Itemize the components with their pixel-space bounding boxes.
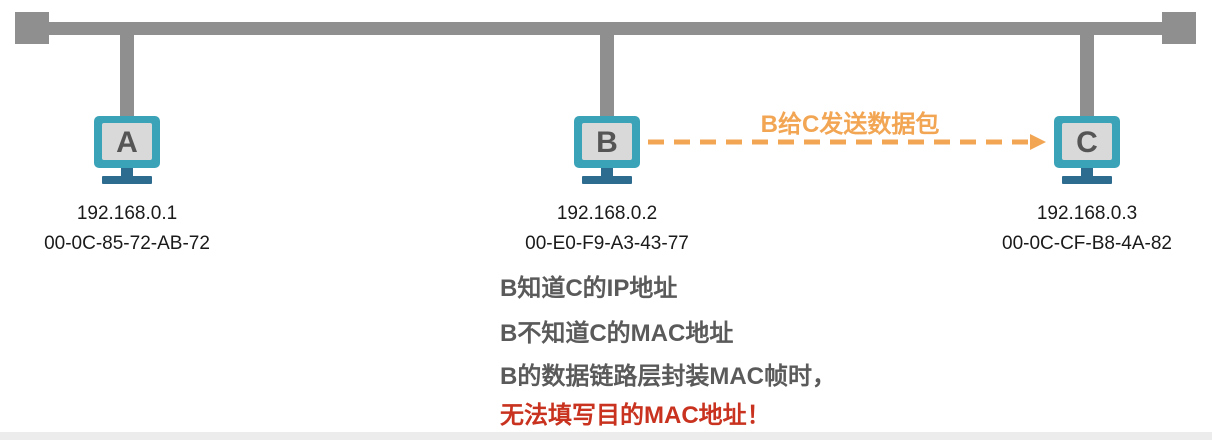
dashed-arrow-right-icon [648, 134, 1046, 150]
host-b-ip: 192.168.0.2 [556, 203, 658, 224]
host-a-ip: 192.168.0.1 [76, 203, 178, 224]
bottom-divider [0, 432, 1212, 440]
monitor-base [102, 176, 152, 184]
drop-line-b [600, 30, 614, 118]
host-label-b: B [596, 126, 618, 159]
host-c-mac: 00-0C-CF-B8-4A-82 [1002, 233, 1172, 254]
host-a-mac: 00-0C-85-72-AB-72 [44, 233, 210, 254]
note-unknown-mac: B不知道C的MAC地址 [500, 320, 734, 347]
drop-line-a [120, 30, 134, 118]
monitor-base [582, 176, 632, 184]
monitor-neck [1081, 168, 1093, 176]
monitor-neck [601, 168, 613, 176]
host-b-mac: 00-E0-F9-A3-43-77 [525, 233, 689, 254]
computer-monitor-icon [94, 116, 160, 184]
bus-end-cap-left [15, 12, 49, 44]
host-label-a: A [116, 126, 138, 159]
monitor-screen [1062, 123, 1112, 160]
computer-monitor-icon [574, 116, 640, 184]
monitor-screen [102, 123, 152, 160]
monitor-neck [121, 168, 133, 176]
host-label-c: C [1076, 126, 1098, 159]
note-frame-encapsulation: B的数据链路层封装MAC帧时， [500, 363, 836, 390]
bus-line [15, 22, 1195, 35]
computer-monitor-icon [1054, 116, 1120, 184]
monitor-screen [582, 123, 632, 160]
drop-line-c [1080, 30, 1094, 118]
network-bus [15, 12, 1196, 44]
monitor-base [1062, 176, 1112, 184]
arrow-label: B给C发送数据包 [760, 111, 940, 138]
host-a: A [94, 116, 160, 184]
note-knows-ip: B知道C的IP地址 [500, 275, 678, 302]
host-c: C [1054, 116, 1120, 184]
host-b: B [574, 116, 640, 184]
arrow-head [1030, 134, 1046, 150]
bus-end-cap-right [1162, 12, 1196, 44]
host-c-ip: 192.168.0.3 [1036, 203, 1138, 224]
note-warning-cannot-fill-mac: 无法填写目的MAC地址！ [500, 402, 771, 429]
